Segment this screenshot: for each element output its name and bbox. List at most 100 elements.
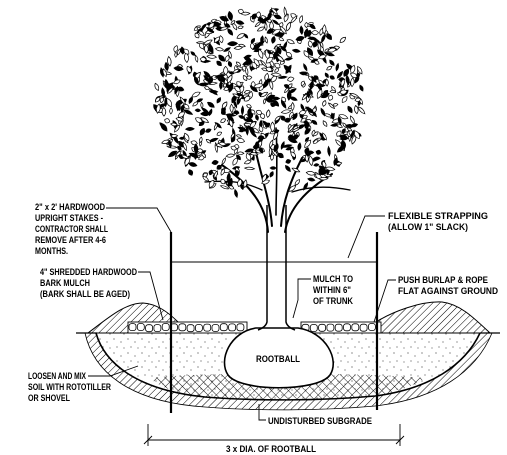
leaf [213,170,218,179]
leaf [264,36,268,44]
leaf [347,105,353,114]
leaf [285,146,294,151]
leaf [237,8,244,14]
leaf [279,25,287,35]
leaf [248,152,259,156]
leaf [173,79,181,85]
leaf [269,139,274,149]
burlap-note-line: PUSH BURLAP & ROPE [398,275,488,285]
leaf [320,41,324,49]
strapping-note-line: FLEXIBLE STRAPPING [388,211,488,221]
leaf [287,76,295,82]
leaf [208,179,215,189]
mulch-piece [326,323,335,332]
leaf [177,145,182,151]
leaf [294,179,300,186]
leaf [298,110,307,116]
leaf [333,157,338,166]
leaf [322,100,327,107]
leaf [304,22,309,28]
leaf [357,65,363,75]
leaf [208,22,215,29]
leaf [169,107,173,115]
leaf [354,104,359,115]
leaf [357,106,366,115]
rootball-label: ROOTBALL [256,354,300,364]
leaf [240,183,244,191]
leaf [337,116,342,126]
leaf [209,88,218,96]
leaf [176,102,180,112]
leaf [322,132,327,141]
mulch-trunk-note-line: WITHIN 6" [313,285,351,295]
leaf [345,74,350,86]
leaf [269,20,274,31]
mulch-trunk-note-line: MULCH TO [313,274,353,284]
leaf [245,75,253,80]
burlap-note-line: FLAT AGAINST GROUND [398,286,498,296]
leaf [220,168,225,176]
pit-width-label: 3 x DIA. OF ROOTBALL [226,444,316,454]
leaf [216,97,222,104]
leaf [335,62,340,72]
mulch-piece [228,323,237,332]
mulch-layer [127,321,382,334]
leaf [281,144,293,148]
mulch-piece [203,323,212,332]
leaf [159,96,164,104]
leaf [247,107,252,117]
mulch-piece [334,323,343,332]
leaf [349,93,360,98]
mulch-trunk-note: MULCH TO WITHIN 6" OF TRUNK [313,274,353,306]
leaf [292,112,298,121]
leaf [354,97,362,102]
leaf [323,113,333,118]
leaf [254,21,262,28]
leaf [328,94,334,101]
leaf [219,185,230,190]
mulch-piece [343,323,351,332]
leaf [245,66,249,77]
leaf [218,26,229,31]
leaf [243,89,251,94]
leaf [226,74,233,84]
leaf [199,56,207,62]
leaf [203,70,212,79]
leaf [265,66,273,72]
leaf [338,114,349,120]
mulch-piece [236,323,245,332]
leaf [236,33,246,39]
leaf [205,139,212,144]
leaf [289,96,298,101]
leaf [243,166,256,171]
leaf [161,106,167,117]
leaf [274,115,281,122]
leaf [230,132,235,139]
leaf [304,153,309,163]
leaf [190,51,196,56]
leaf [174,124,181,133]
leaf [227,28,233,36]
leaf [316,88,323,99]
mulch-trunk-note-line: OF TRUNK [313,296,353,306]
leaf [245,125,249,136]
leaf [330,112,335,119]
leaf [164,61,169,72]
leaf [311,120,318,125]
leaf [223,47,231,52]
mulch-piece [309,324,318,332]
leaf [207,101,215,108]
leaf [264,22,268,32]
leaf [264,72,269,82]
leaf [354,130,360,140]
leaf [299,25,304,36]
leaf [235,66,244,71]
mulch-piece [186,324,195,333]
leaf [179,96,186,106]
leaf [184,132,190,142]
leaf [313,163,320,167]
leaf [312,40,318,48]
stakes-note-line: MONTHS. [35,246,68,256]
leaf [232,93,241,98]
leaf [203,44,209,54]
